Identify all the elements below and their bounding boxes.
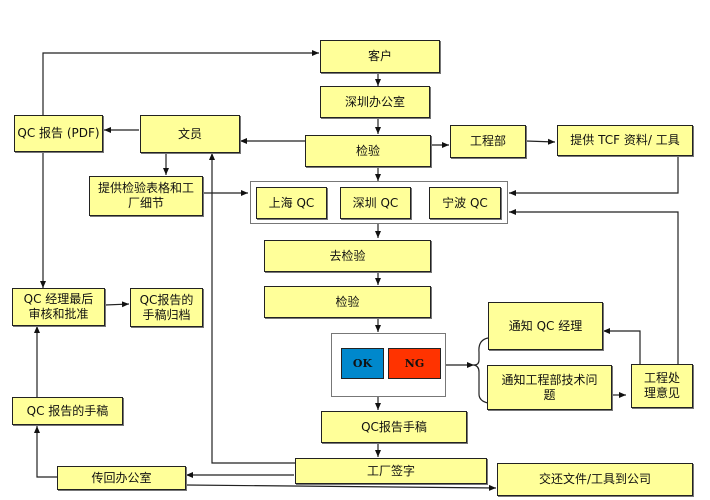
node-provide-tcf: 提供 TCF 资料/ 工具 xyxy=(557,125,693,156)
node-label: 提供 TCF 资料/ 工具 xyxy=(570,133,680,147)
node-label: QC 报告的手稿 xyxy=(26,403,109,418)
node-shenzhen-office: 深圳办公室 xyxy=(320,86,430,118)
node-label: 提供检验表格和工厂细节 xyxy=(97,181,194,210)
node-shanghai-qc: 上海 QC xyxy=(256,187,327,219)
node-clerk: 文员 xyxy=(140,115,240,153)
arrow-opinion-to-qc-manager xyxy=(603,328,641,364)
node-label: 工程部 xyxy=(469,134,506,148)
node-label: 传回办公室 xyxy=(91,470,152,485)
node-notify-qc-manager: 通知 QC 经理 xyxy=(488,302,603,350)
arrow-tcf-to-qc-group xyxy=(509,156,679,196)
node-return-documents: 交还文件/工具到公司 xyxy=(497,463,693,496)
node-notify-engineering: 通知工程部技术问题 xyxy=(487,365,612,410)
node-shenzhen-qc: 深圳 QC xyxy=(340,187,411,219)
node-qc-report-manuscript: QC 报告的手稿 xyxy=(12,397,123,425)
node-customer: 客户 xyxy=(320,40,440,73)
arrow-send-back-to-manuscript xyxy=(34,426,57,478)
node-archive-manuscript: QC报告的手稿归档 xyxy=(130,288,203,327)
node-label: 客户 xyxy=(367,49,392,63)
brace xyxy=(473,337,489,404)
node-go-inspect: 去检验 xyxy=(264,240,431,272)
status-ok: OK xyxy=(341,348,384,379)
node-ningbo-qc: 宁波 QC xyxy=(429,187,501,219)
node-inspection: 检验 xyxy=(264,286,431,318)
status-label: NG xyxy=(404,357,425,370)
node-label: 去检验 xyxy=(329,248,366,263)
node-label: QC 报告 (PDF) xyxy=(17,126,100,140)
node-label: 交还文件/工具到公司 xyxy=(538,472,652,486)
arrow-pdf-to-customer xyxy=(42,50,319,115)
node-engineering-opinion: 工程处理意见 xyxy=(631,364,693,408)
node-label: 检验 xyxy=(335,294,360,309)
node-label: 工厂签字 xyxy=(366,463,415,478)
node-label: 深圳 QC xyxy=(352,195,399,210)
arrow-manager-to-archive xyxy=(104,301,130,308)
node-label: 工程处理意见 xyxy=(643,371,680,400)
status-ng: NG xyxy=(388,348,441,379)
node-inspection-top: 检验 xyxy=(305,135,431,167)
arrow-sign-to-clerk xyxy=(209,153,295,464)
node-qc-report-pdf: QC 报告 (PDF) xyxy=(14,115,103,152)
node-label: 文员 xyxy=(177,126,202,141)
node-factory-sign: 工厂签字 xyxy=(295,458,487,484)
node-provide-forms: 提供检验表格和工厂细节 xyxy=(89,176,203,216)
node-label: 深圳办公室 xyxy=(344,94,405,109)
node-label: 宁波 QC xyxy=(442,195,488,210)
node-label: 通知 QC 经理 xyxy=(508,318,583,333)
node-label: 检验 xyxy=(355,143,380,158)
arrow-opinion-to-qc-group xyxy=(509,209,679,364)
node-engineering: 工程部 xyxy=(450,125,526,158)
status-label: OK xyxy=(352,357,373,370)
node-label: QC报告手稿 xyxy=(361,419,427,434)
node-label: 通知工程部技术问题 xyxy=(501,372,598,402)
node-label: QC 经理最后审核和批准 xyxy=(23,292,94,321)
node-qc-manager-review: QC 经理最后审核和批准 xyxy=(12,288,105,326)
node-label: 上海 QC xyxy=(268,195,315,210)
node-send-back-office: 传回办公室 xyxy=(57,466,186,490)
node-label: QC报告的手稿归档 xyxy=(139,292,194,322)
arrow-send-back-to-return xyxy=(185,484,497,491)
arrow-engineering-to-tcf xyxy=(525,138,556,145)
node-qc-report-draft: QC报告手稿 xyxy=(321,411,467,443)
